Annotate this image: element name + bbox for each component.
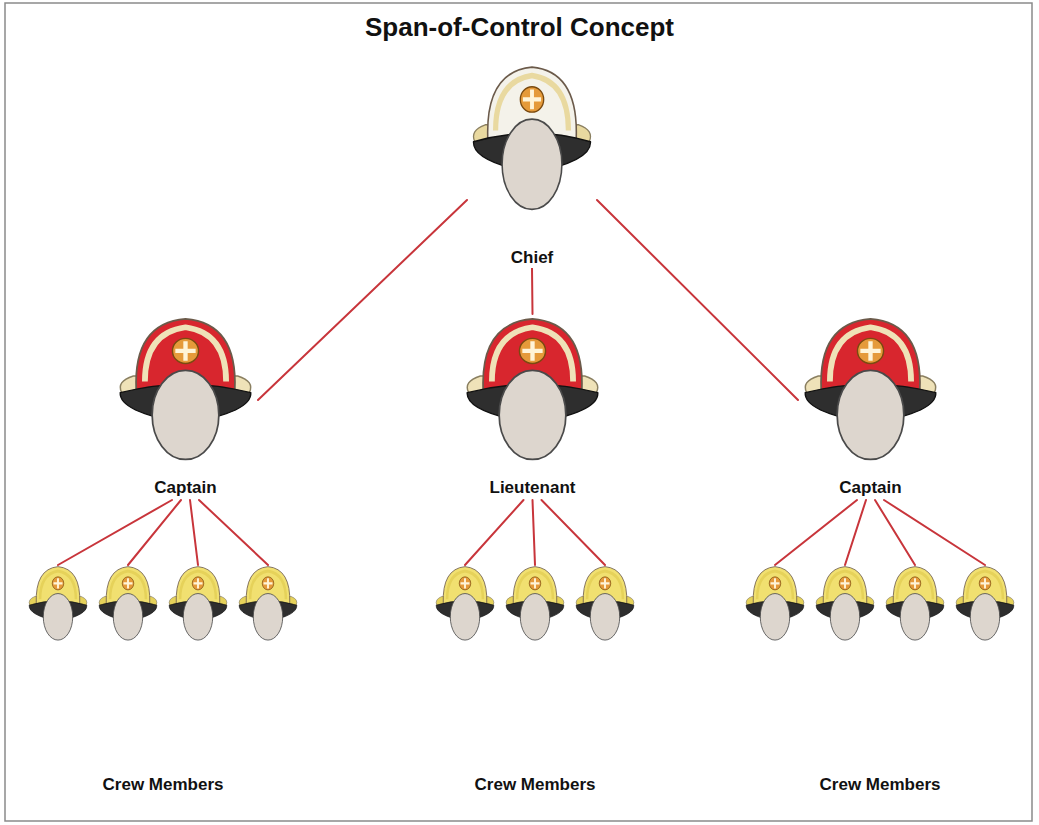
helmet-badge [52,577,64,590]
crew-helmet [96,563,160,643]
officer-node: Captain [798,312,943,498]
crew-helmet [433,563,497,643]
crew-helmet [813,563,877,643]
rank-label: Chief [508,248,557,268]
span-line [845,500,866,565]
crew-row [26,563,300,643]
officer-node: Captain [113,312,258,498]
helmet-badge [520,87,543,112]
face-oval [450,594,479,641]
crew-group: Crew Members [433,563,637,795]
badge-cross [175,341,195,360]
face-oval [43,594,72,641]
face-oval [837,370,904,459]
crew-helmet [166,563,230,643]
badge-cross [911,578,920,588]
span-line [128,500,181,565]
span-line [190,500,198,565]
chief-helmet [467,60,597,215]
crew-group: Crew Members [26,563,300,795]
badge-cross [461,578,470,588]
span-line [533,500,536,565]
helmet-badge [122,577,134,590]
face-oval [900,594,929,641]
span-connector [597,200,798,400]
officer-helmet [798,312,943,465]
span-line [258,200,467,400]
rank-label: Lieutenant [487,478,579,498]
crew-helmet [503,563,567,643]
badge-cross [124,578,133,588]
face-oval [499,370,566,459]
helmet-badge [529,577,541,590]
helmet-badge [857,338,883,363]
helmet-badge [192,577,204,590]
span-line [199,500,268,565]
crew-helmet [743,563,807,643]
crew-helmet [573,563,637,643]
rank-label: Crew Members [100,775,227,795]
badge-cross [531,578,540,588]
helmet-badge [519,338,545,363]
face-oval [830,594,859,641]
face-oval [970,594,999,641]
span-line [542,500,606,565]
badge-cross [601,578,610,588]
span-line [884,500,985,565]
face-oval [183,594,212,641]
crew-helmet [236,563,300,643]
helmet-badge [459,577,471,590]
face-oval [520,594,549,641]
span-connector [532,268,534,314]
helmet-badge [172,338,198,363]
badge-cross [841,578,850,588]
span-connector [258,200,467,400]
helmet-badge [262,577,274,590]
helmet-badge [909,577,921,590]
badge-cross [860,341,880,360]
badge-cross [771,578,780,588]
diagram-title: Span-of-Control Concept [0,12,1039,43]
badge-cross [54,578,63,588]
helmet-badge [979,577,991,590]
badge-cross [194,578,203,588]
crew-row [743,563,1017,643]
span-line [597,200,798,400]
crew-row [433,563,637,643]
crew-helmet [953,563,1017,643]
face-oval [253,594,282,641]
helmet-badge [839,577,851,590]
officer-helmet [460,312,605,465]
span-connector [465,500,605,565]
face-oval [760,594,789,641]
officer-helmet [113,312,258,465]
badge-cross [981,578,990,588]
face-oval [152,370,219,459]
span-line [531,268,534,314]
span-connector [58,500,268,565]
crew-group: Crew Members [743,563,1017,795]
badge-cross [523,90,541,110]
rank-label: Crew Members [472,775,599,795]
badge-cross [522,341,542,360]
officer-node: Lieutenant [460,312,605,498]
face-oval [113,594,142,641]
badge-cross [264,578,273,588]
rank-label: Captain [151,478,219,498]
rank-label: Crew Members [817,775,944,795]
span-line [775,500,857,565]
helmet-badge [769,577,781,590]
crew-helmet [883,563,947,643]
face-oval [502,119,562,209]
face-oval [590,594,619,641]
rank-label: Captain [836,478,904,498]
helmet-badge [599,577,611,590]
span-line [875,500,915,565]
span-connector [775,500,985,565]
span-line [465,500,524,565]
frame-border [5,3,1032,821]
crew-helmet [26,563,90,643]
officer-node: Chief [467,60,597,268]
